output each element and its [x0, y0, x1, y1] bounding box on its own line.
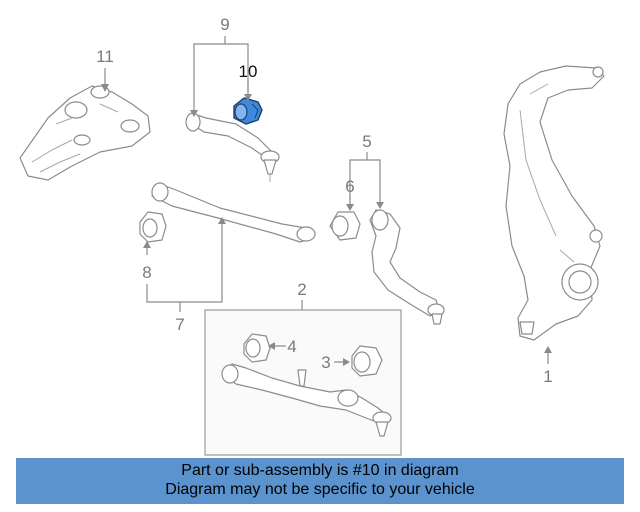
part-10-bushing-highlighted — [233, 97, 263, 125]
callout-5: 5 — [362, 132, 371, 151]
part-5-control-arm — [369, 209, 445, 325]
part-6-bushing — [329, 211, 361, 241]
part-7-lateral-link — [151, 182, 316, 243]
parts-diagram: 11 9 10 5 6 8 7 2 4 3 1 — [19, 15, 605, 456]
part-2-lower-arm — [221, 363, 392, 437]
leader-lines — [101, 36, 552, 366]
callout-1: 1 — [543, 367, 552, 386]
callout-11: 11 — [96, 47, 114, 66]
part-1-knuckle — [503, 65, 605, 341]
callout-3: 3 — [321, 353, 330, 372]
callout-4: 4 — [287, 337, 296, 356]
banner-line-1: Part or sub-assembly is #10 in diagram — [181, 462, 459, 479]
callout-8: 8 — [142, 263, 151, 282]
part-3-bushing — [351, 345, 383, 377]
part-9-upper-arm — [185, 112, 280, 182]
banner-line-2: Diagram may not be specific to your vehi… — [165, 481, 475, 498]
callout-7: 7 — [175, 315, 184, 334]
info-banner: Part or sub-assembly is #10 in diagram D… — [16, 458, 624, 504]
part-4-bushing — [243, 333, 271, 363]
part-11-subframe — [19, 85, 151, 181]
callout-2: 2 — [297, 280, 306, 299]
callout-6: 6 — [345, 177, 354, 196]
callout-9: 9 — [220, 15, 229, 34]
part-8-bushing — [139, 211, 167, 243]
callout-10: 10 — [239, 62, 258, 81]
